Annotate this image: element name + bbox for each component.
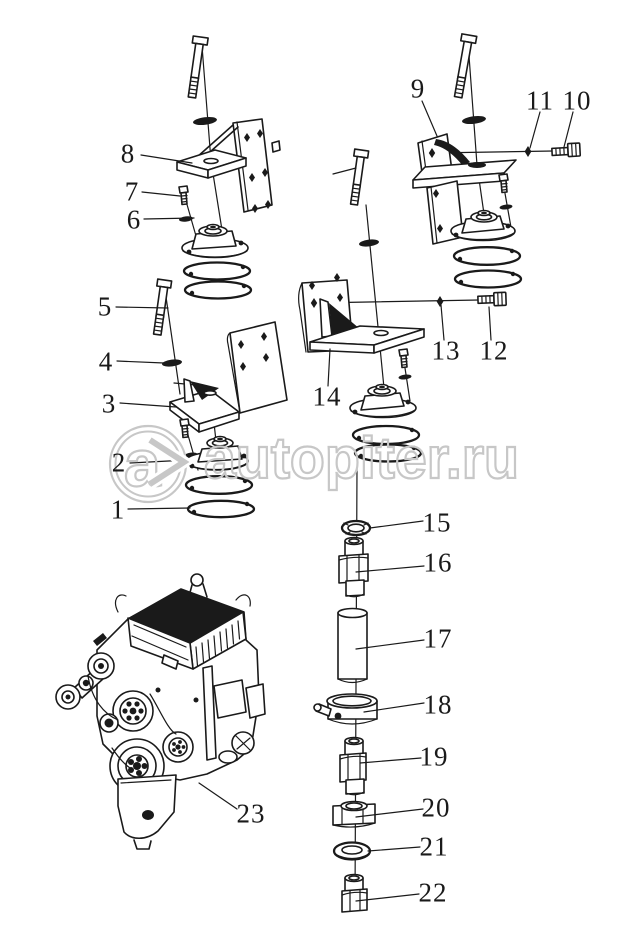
callout-7-label: 7 [124, 176, 140, 207]
mount-cushion-2 [185, 435, 249, 471]
callout-3: 3 [101, 388, 117, 419]
callout-16: 16 [423, 547, 453, 578]
washer [462, 115, 486, 125]
callout-1-label: 1 [110, 494, 126, 525]
callout-9-label: 9 [410, 73, 426, 104]
callout-14-label: 14 [312, 381, 342, 412]
callout-5: 5 [97, 291, 113, 322]
callout-18-label: 18 [423, 689, 453, 720]
callout-20-label: 20 [421, 792, 451, 823]
watermark-site-text: autopiter.ru [204, 426, 519, 491]
callout-11-label: 11 [526, 85, 554, 116]
part-20-nut [332, 800, 376, 828]
callout-10-label: 10 [562, 85, 592, 116]
callout-3-label: 3 [101, 388, 117, 419]
callout-15: 15 [422, 507, 452, 538]
mount-rings [351, 424, 423, 463]
part-21-seal-ring [332, 841, 372, 861]
callout-12-label: 12 [479, 335, 509, 366]
callout-14: 14 [312, 381, 342, 412]
callout-20: 20 [421, 792, 451, 823]
callout-21: 21 [419, 831, 449, 862]
washer [193, 116, 217, 126]
part-17-spacer-tube [337, 607, 368, 684]
callout-6: 6 [126, 204, 142, 235]
callout-6-label: 6 [126, 204, 142, 235]
washer-4 [162, 359, 182, 367]
part-15-grommet [340, 519, 372, 544]
long-bolt [453, 33, 478, 99]
long-bolt [349, 148, 370, 206]
callout-12: 12 [479, 335, 509, 366]
callout-21-label: 21 [419, 831, 449, 862]
part-19-fitting [339, 736, 367, 796]
mount-rings [452, 246, 523, 289]
callout-5-label: 5 [97, 291, 113, 322]
long-bolt [187, 35, 209, 99]
mount-cushion [450, 209, 516, 242]
callout-17: 17 [423, 623, 453, 654]
washer-13 [436, 296, 444, 307]
small-bolt [179, 418, 190, 439]
assembly-center [298, 148, 507, 463]
engine-illustration [55, 573, 266, 850]
watermark-arrow-icon [148, 437, 190, 487]
callout-23-label: 23 [236, 798, 266, 829]
callout-11: 11 [526, 85, 554, 116]
callout-22: 22 [418, 877, 448, 908]
assembly-middle-left [152, 278, 288, 519]
leader-lines [115, 100, 574, 902]
callout-2: 2 [111, 447, 127, 478]
small-bolt-7 [178, 185, 189, 206]
small-bolt [398, 348, 409, 369]
mount-rings-1 [184, 475, 256, 519]
bracket-3 [169, 321, 288, 433]
callout-1: 1 [110, 494, 126, 525]
part-16-fitting [338, 536, 369, 598]
part-18-clamp [313, 693, 378, 725]
washer-11 [524, 146, 532, 157]
callout-8-label: 8 [120, 138, 136, 169]
assembly-top-left [176, 35, 281, 300]
bracket-14 [298, 273, 425, 354]
callout-22-label: 22 [418, 877, 448, 908]
bolt-5 [152, 278, 173, 336]
callout-10: 10 [562, 85, 592, 116]
callout-18: 18 [423, 689, 453, 720]
callout-23: 23 [236, 798, 266, 829]
bolt-10 [551, 142, 582, 158]
part-22-fitting [341, 873, 368, 913]
callout-19: 19 [419, 741, 449, 772]
mount-cushion [181, 223, 249, 259]
assembly-top-right [412, 33, 582, 289]
washer [398, 374, 412, 380]
callout-13: 13 [431, 335, 461, 366]
mount-rings [182, 261, 253, 300]
callout-4-label: 4 [98, 346, 114, 377]
callout-8: 8 [120, 138, 136, 169]
parts-stack [313, 519, 378, 913]
small-bolt [498, 173, 509, 194]
callout-19-label: 19 [419, 741, 449, 772]
callout-16-label: 16 [423, 547, 453, 578]
callout-13-label: 13 [431, 335, 461, 366]
washer [359, 239, 379, 247]
bolt-12 [477, 291, 507, 307]
bracket-8 [176, 118, 281, 213]
callout-2-label: 2 [111, 447, 127, 478]
mount-cushion [349, 383, 417, 419]
watermark: a autopiter.ru [108, 424, 520, 504]
callout-7: 7 [124, 176, 140, 207]
callout-4: 4 [98, 346, 114, 377]
callout-15-label: 15 [422, 507, 452, 538]
callout-17-label: 17 [423, 623, 453, 654]
washer-6 [179, 216, 193, 222]
washer [499, 204, 513, 210]
callout-9: 9 [410, 73, 426, 104]
